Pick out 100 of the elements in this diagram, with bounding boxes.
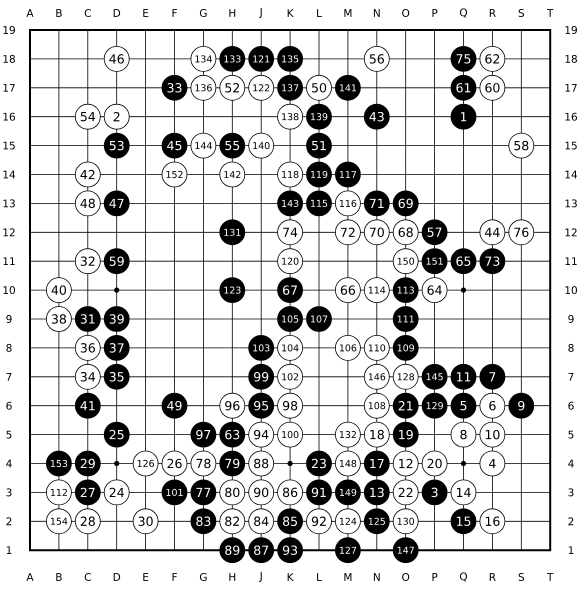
go-stone: 83 bbox=[190, 508, 216, 534]
go-stone: 113 bbox=[392, 277, 419, 303]
go-stone: 135 bbox=[277, 46, 303, 72]
go-stone: 65 bbox=[450, 248, 476, 274]
go-stone: 12 bbox=[392, 450, 419, 476]
coordinate-label: 19 bbox=[565, 26, 577, 34]
coordinate-label: 15 bbox=[3, 142, 15, 150]
go-stone: 105 bbox=[277, 306, 303, 332]
go-stone: 52 bbox=[219, 74, 246, 101]
go-stone: 116 bbox=[335, 190, 361, 216]
go-stone: 111 bbox=[392, 306, 419, 332]
go-stone: 5 bbox=[450, 392, 476, 419]
go-stone: 78 bbox=[190, 450, 216, 476]
go-stone: 75 bbox=[450, 46, 476, 72]
coordinate-label: P bbox=[432, 573, 438, 581]
coordinate-label: 17 bbox=[3, 84, 15, 92]
go-stone: 10 bbox=[480, 422, 506, 448]
go-stone: 47 bbox=[104, 190, 130, 216]
go-stone: 149 bbox=[335, 480, 361, 506]
go-stone: 51 bbox=[306, 132, 332, 158]
go-stone: 8 bbox=[450, 422, 476, 448]
go-stone: 131 bbox=[219, 219, 246, 246]
go-stone: 129 bbox=[422, 392, 448, 419]
go-stone: 85 bbox=[277, 508, 303, 534]
go-stone: 150 bbox=[392, 248, 419, 274]
go-stone: 64 bbox=[422, 277, 448, 303]
coordinate-label: T bbox=[546, 573, 554, 581]
coordinate-label: J bbox=[259, 572, 262, 582]
coordinate-label: 2 bbox=[568, 517, 574, 526]
go-stone: 27 bbox=[74, 480, 101, 506]
coordinate-label: R bbox=[490, 9, 496, 17]
go-stone: 42 bbox=[74, 162, 101, 188]
go-stone: 80 bbox=[219, 480, 246, 506]
coordinate-label: 17 bbox=[565, 84, 577, 92]
go-stone: 99 bbox=[248, 364, 274, 390]
coordinate-label: 13 bbox=[3, 199, 15, 208]
go-stone: 73 bbox=[480, 248, 506, 274]
go-stone: 133 bbox=[219, 46, 246, 72]
go-stone: 54 bbox=[74, 104, 101, 130]
go-stone: 126 bbox=[132, 450, 158, 476]
coordinate-label: L bbox=[317, 573, 322, 581]
go-stone: 55 bbox=[219, 132, 246, 158]
go-stone: 24 bbox=[104, 480, 130, 506]
coordinate-label: E bbox=[143, 573, 148, 581]
go-stone: 87 bbox=[248, 537, 274, 564]
coordinate-label: 4 bbox=[568, 460, 574, 468]
go-stone: 40 bbox=[46, 277, 72, 303]
go-stone: 76 bbox=[508, 219, 534, 246]
go-stone: 120 bbox=[277, 248, 303, 274]
coordinate-label: J bbox=[259, 8, 262, 18]
go-stone: 14 bbox=[450, 480, 476, 506]
go-stone: 118 bbox=[277, 162, 303, 188]
go-stone: 67 bbox=[277, 277, 303, 303]
go-stone: 132 bbox=[335, 422, 361, 448]
coordinate-label: 10 bbox=[3, 286, 15, 294]
coordinate-label: 1 bbox=[6, 546, 12, 554]
go-stone: 98 bbox=[277, 392, 303, 419]
go-stone: 127 bbox=[335, 537, 361, 564]
coordinate-label: 18 bbox=[565, 54, 577, 63]
go-stone: 108 bbox=[364, 392, 390, 419]
go-stone: 30 bbox=[132, 508, 158, 534]
coordinate-label: 16 bbox=[3, 112, 15, 121]
go-stone: 112 bbox=[46, 480, 72, 506]
go-stone: 148 bbox=[335, 450, 361, 476]
go-stone: 20 bbox=[422, 450, 448, 476]
go-stone: 97 bbox=[190, 422, 216, 448]
go-stone: 18 bbox=[364, 422, 390, 448]
go-stone: 104 bbox=[277, 335, 303, 361]
go-stone: 70 bbox=[364, 219, 390, 246]
coordinate-label: 9 bbox=[568, 315, 574, 323]
go-stone: 109 bbox=[392, 335, 419, 361]
go-stone: 110 bbox=[364, 335, 390, 361]
go-stone: 95 bbox=[248, 392, 274, 419]
coordinate-label: 5 bbox=[6, 430, 12, 438]
coordinate-label: M bbox=[344, 9, 352, 17]
go-stone: 71 bbox=[364, 190, 390, 216]
go-stone: 101 bbox=[162, 480, 188, 506]
coordinate-label: F bbox=[172, 9, 177, 17]
go-stone: 25 bbox=[104, 422, 130, 448]
coordinate-label: R bbox=[490, 573, 496, 581]
coordinate-label: P bbox=[432, 9, 438, 17]
go-stone: 92 bbox=[306, 508, 332, 534]
coordinate-label: N bbox=[374, 573, 380, 581]
go-stone: 4 bbox=[480, 450, 506, 476]
go-stone: 39 bbox=[104, 306, 130, 332]
coordinate-label: 7 bbox=[568, 372, 574, 381]
coordinate-label: B bbox=[56, 9, 62, 17]
go-stone: 43 bbox=[364, 104, 390, 130]
go-stone: 3 bbox=[422, 480, 448, 506]
go-stone: 21 bbox=[392, 392, 419, 419]
go-stone: 145 bbox=[422, 364, 448, 390]
go-stone: 140 bbox=[248, 132, 274, 158]
coordinate-label: 12 bbox=[565, 228, 577, 236]
coordinate-label: G bbox=[200, 573, 207, 581]
go-stone: 91 bbox=[306, 480, 332, 506]
go-stone: 37 bbox=[104, 335, 130, 361]
go-stone: 106 bbox=[335, 335, 361, 361]
go-stone: 146 bbox=[364, 364, 390, 390]
go-stone: 137 bbox=[277, 74, 303, 101]
go-stone: 45 bbox=[162, 132, 188, 158]
